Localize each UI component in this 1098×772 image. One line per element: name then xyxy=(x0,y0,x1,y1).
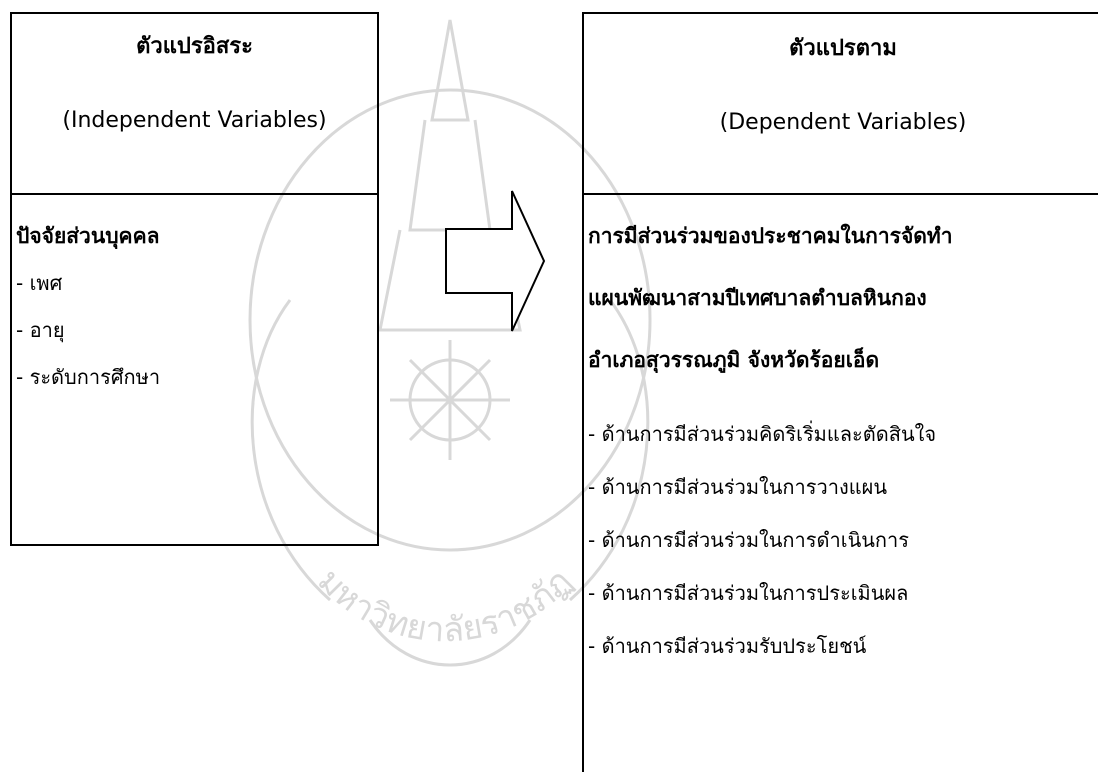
variable-item: - เพศ xyxy=(16,271,63,295)
dependent-variables-body: การมีส่วนร่วมของประชาคมในการจัดทำ แผนพัฒ… xyxy=(584,195,1098,661)
independent-title-thai: ตัวแปรอิสระ xyxy=(136,34,253,59)
participation-heading: การมีส่วนร่วมของประชาคมในการจัดทำ แผนพัฒ… xyxy=(588,221,1098,375)
independent-variables-header: ตัวแปรอิสระ (Independent Variables) xyxy=(12,14,377,195)
participation-aspect-item: - ด้านการมีส่วนร่วมในการวางแผน xyxy=(588,475,888,499)
independent-variables-body: ปัจจัยส่วนบุคคล - เพศ - อายุ - ระดับการศ… xyxy=(12,195,377,392)
variable-item: - อายุ xyxy=(16,318,65,342)
participation-heading-line: อำเภอสุวรรณภูมิ จังหวัดร้อยเอ็ด xyxy=(588,348,880,372)
dependent-title-thai: ตัวแปรตาม xyxy=(789,36,897,61)
participation-aspect-item: - ด้านการมีส่วนร่วมคิดริเริ่มและตัดสินใจ xyxy=(588,422,937,446)
participation-heading-line: การมีส่วนร่วมของประชาคมในการจัดทำ xyxy=(588,224,953,248)
watermark-text: มหาวิทยาลัยราชภัฏ xyxy=(310,561,580,651)
dependent-variables-box: ตัวแปรตาม (Dependent Variables) การมีส่ว… xyxy=(582,12,1098,772)
personal-factors-heading: ปัจจัยส่วนบุคคล xyxy=(16,224,160,248)
independent-variables-box: ตัวแปรอิสระ (Independent Variables) ปัจจ… xyxy=(10,12,379,546)
dependent-title-english: (Dependent Variables) xyxy=(719,110,967,135)
right-arrow-icon xyxy=(445,190,546,332)
participation-aspect-item: - ด้านการมีส่วนร่วมรับประโยชน์ xyxy=(588,634,867,658)
participation-aspect-item: - ด้านการมีส่วนร่วมในการดำเนินการ xyxy=(588,528,909,552)
independent-title-english: (Independent Variables) xyxy=(62,108,327,133)
dependent-variables-header: ตัวแปรตาม (Dependent Variables) xyxy=(584,14,1098,195)
university-seal-watermark: มหาวิทยาลัยราชภัฏ xyxy=(248,19,652,667)
participation-aspect-item: - ด้านการมีส่วนร่วมในการประเมินผล xyxy=(588,581,909,605)
participation-heading-line: แผนพัฒนาสามปีเทศบาลตำบลหินกอง xyxy=(588,286,927,310)
variable-item: - ระดับการศึกษา xyxy=(16,365,161,389)
svg-text:มหาวิทยาลัยราชภัฏ: มหาวิทยาลัยราชภัฏ xyxy=(310,561,580,651)
